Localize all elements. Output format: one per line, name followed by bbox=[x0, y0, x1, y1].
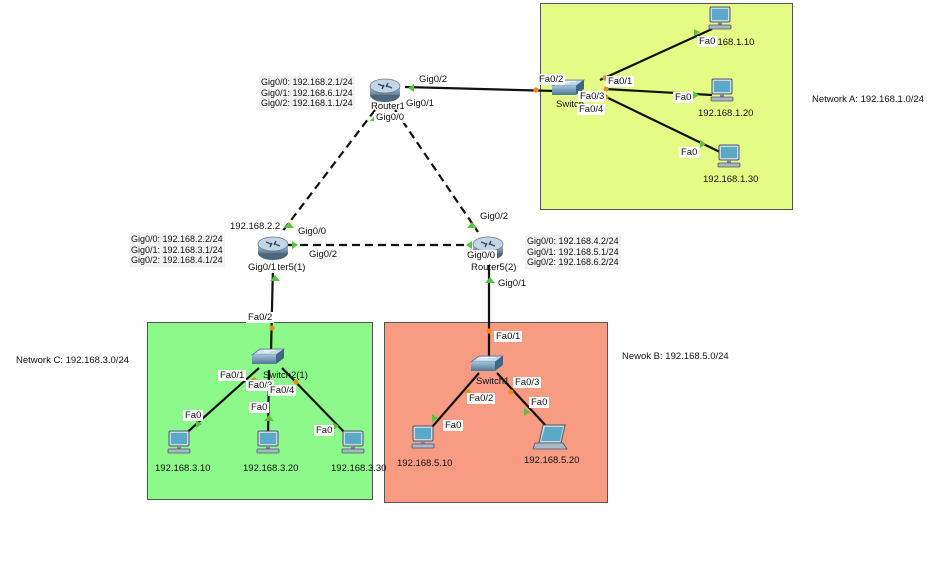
router5-1-config: Gig0/0: 192.168.2.2/24 Gig0/1: 192.168.3… bbox=[129, 233, 225, 267]
pc-a3-icon[interactable] bbox=[717, 144, 741, 168]
port-label: Fa0 bbox=[697, 36, 718, 47]
config-line: Gig0/2: 192.168.4.1/24 bbox=[131, 255, 223, 265]
port-label: Gig0/2 bbox=[307, 249, 339, 260]
config-line: Gig0/1: 192.168.5.1/24 bbox=[527, 246, 619, 257]
port-label: Fa0 bbox=[679, 147, 700, 158]
router5-2-config: Gig0/0: 192.168.4.2/24 Gig0/1: 192.168.5… bbox=[525, 235, 621, 269]
port-label: Fa0 bbox=[249, 402, 270, 413]
link-switch-b-pc1 bbox=[425, 372, 480, 435]
port-label: Fa0/1 bbox=[218, 370, 247, 381]
pc-c1-icon[interactable] bbox=[167, 430, 191, 454]
pc-c3-ip: 192.168.3.30 bbox=[331, 463, 387, 474]
port-label: Gig0/2 bbox=[478, 211, 510, 222]
switch-b-icon[interactable] bbox=[470, 355, 504, 372]
port-label: Fa0 bbox=[314, 425, 335, 436]
port-label: Fa0/2 bbox=[467, 393, 496, 404]
router1-name: Router1 bbox=[371, 101, 405, 112]
pc-b1-icon[interactable] bbox=[411, 425, 435, 449]
port-label: Gig0/1 bbox=[404, 98, 436, 109]
link-r1-r5-2 bbox=[394, 109, 479, 233]
router5-1-note: 192.168.2.2 bbox=[230, 221, 281, 232]
pc-a1-ip: 192.168.1.10 bbox=[699, 37, 755, 48]
pc-a2-icon[interactable] bbox=[710, 78, 734, 102]
link-switch-b-laptop bbox=[496, 372, 549, 429]
pc-b1-ip: 192.168.5.10 bbox=[397, 458, 453, 469]
port-label: Fa0/4 bbox=[268, 385, 297, 396]
pc-c3-icon[interactable] bbox=[341, 430, 365, 454]
config-line: Gig0/1: 192.168.3.1/24 bbox=[131, 244, 223, 255]
router1-icon[interactable] bbox=[369, 78, 401, 103]
link-switch-a-pc1 bbox=[599, 27, 713, 82]
pc-a1-icon[interactable] bbox=[708, 6, 732, 30]
link-r1-switch-a bbox=[404, 85, 556, 93]
network-b-label: Newok B: 192.168.5.0/24 bbox=[622, 351, 729, 362]
link-r1-r5-1 bbox=[281, 109, 376, 233]
config-line: Gig0/0: 192.168.4.2/24 bbox=[527, 236, 619, 246]
network-c-label: Network C: 192.168.3.0/24 bbox=[16, 355, 130, 366]
config-line: Gig0/2: 192.168.1.1/24 bbox=[261, 98, 353, 108]
port-label: Fa0/4 bbox=[577, 104, 606, 115]
router5-1-name: Router5(1) bbox=[260, 262, 306, 273]
config-line: Gig0/1: 192.168.6.1/24 bbox=[261, 87, 353, 98]
port-label: Fa0/2 bbox=[537, 74, 566, 85]
network-a-label: Network A: 192.168.1.0/24 bbox=[812, 94, 924, 105]
port-label: Gig0/1 bbox=[246, 262, 278, 273]
switch-c-name: Switch2(1) bbox=[263, 370, 308, 381]
port-label: Fa0/2 bbox=[246, 312, 275, 323]
port-label: Fa0/1 bbox=[606, 76, 635, 87]
port-label: Gig0/0 bbox=[465, 250, 497, 261]
port-label: Fa0/3 bbox=[578, 91, 607, 102]
port-label: Fa0 bbox=[673, 92, 694, 103]
port-label: Fa0/3 bbox=[246, 380, 275, 391]
port-label: Gig0/0 bbox=[296, 226, 328, 237]
port-label: Gig0/1 bbox=[496, 278, 528, 289]
switch-b-name: Switch1 bbox=[476, 376, 510, 387]
pc-c1-ip: 192.168.3.10 bbox=[155, 463, 211, 474]
pc-a2-ip: 192.168.1.20 bbox=[698, 108, 754, 119]
switch-a-name: Switch bbox=[556, 99, 584, 110]
port-label: Fa0 bbox=[443, 420, 464, 431]
laptop-b2-icon[interactable] bbox=[532, 424, 568, 450]
port-label: Fa0/3 bbox=[513, 377, 542, 388]
config-line: Gig0/0: 192.168.2.2/24 bbox=[131, 234, 223, 244]
port-label: Fa0 bbox=[183, 410, 204, 421]
config-line: Gig0/0: 192.168.2.1/24 bbox=[261, 77, 353, 87]
switch-c-icon[interactable] bbox=[251, 348, 285, 365]
port-label: Fa0/1 bbox=[494, 331, 523, 342]
router5-1-icon[interactable] bbox=[257, 236, 289, 261]
port-label: Gig0/0 bbox=[374, 112, 406, 123]
pc-c2-ip: 192.168.3.20 bbox=[243, 463, 299, 474]
laptop-b2-ip: 192.168.5.20 bbox=[524, 455, 580, 466]
port-label: Fa0 bbox=[529, 397, 550, 408]
network-b-zone bbox=[384, 322, 608, 503]
pc-c2-icon[interactable] bbox=[256, 430, 280, 454]
router1-config: Gig0/0: 192.168.2.1/24 Gig0/1: 192.168.6… bbox=[259, 76, 355, 110]
port-label: Gig0/2 bbox=[417, 74, 449, 85]
pc-a3-ip: 192.168.1.30 bbox=[703, 174, 759, 185]
config-line: Gig0/2: 192.168.6.2/24 bbox=[527, 257, 619, 267]
router5-2-name: Router5(2) bbox=[471, 262, 517, 273]
